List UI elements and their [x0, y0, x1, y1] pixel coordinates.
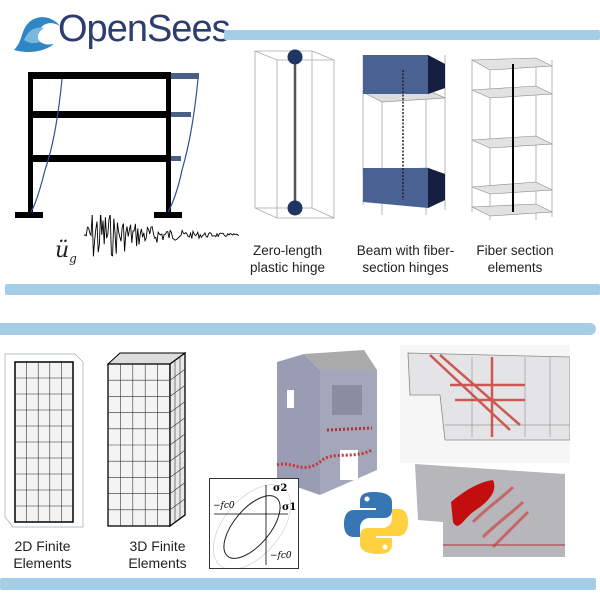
- ground-acceleration-label: üg: [55, 238, 77, 265]
- caption-2d-finite-elements: 2D Finite Elements: [5, 538, 80, 572]
- 2d-finite-element-mesh: [4, 353, 84, 528]
- moment-frame-diagram: [15, 72, 199, 218]
- rc-joint-reinforcement-model: [400, 345, 570, 463]
- caption-line: elements: [487, 260, 543, 275]
- caption-line: Beam with fiber-: [356, 243, 455, 258]
- wave-icon: [14, 17, 60, 52]
- 3d-finite-element-mesh: [106, 351, 187, 528]
- yield-surface-plot: σ2 σ1 −fc0 −fc0: [209, 478, 299, 569]
- caption-line: 3D Finite: [129, 538, 186, 554]
- footer-bar: [0, 578, 596, 590]
- fc0-bottom-label: −fc0: [270, 551, 292, 561]
- zero-length-hinge-model: [254, 49, 335, 219]
- header-divider-bar: [224, 30, 600, 40]
- logo-text: OpenSees: [58, 8, 231, 50]
- section-divider-bar-2: [0, 323, 596, 335]
- caption-3d-finite-elements: 3D Finite Elements: [120, 538, 195, 572]
- fiber-section-element-model: [470, 57, 554, 220]
- section-divider-bar: [5, 284, 600, 295]
- opensees-logo: OpenSees: [8, 6, 231, 56]
- masonry-building-damage-model: [276, 350, 377, 495]
- yield-surface-curve: [213, 484, 291, 568]
- fc0-left-label: −fc0: [213, 501, 235, 511]
- accel-symbol: ü: [55, 238, 70, 263]
- caption-line: Fiber section: [476, 243, 554, 258]
- sigma1-label: σ1: [282, 502, 297, 513]
- caption-line: section hinges: [362, 260, 449, 275]
- caption-line: Zero-length: [252, 243, 323, 258]
- caption-line: 2D Finite: [14, 538, 71, 554]
- fiber-hinge-beam-model: [361, 55, 446, 215]
- caption-beam-fiber-hinges: Beam with fiber- section hinges: [348, 242, 463, 276]
- caption-line: Elements: [128, 555, 187, 571]
- caption-line: plastic hinge: [249, 260, 326, 275]
- sigma2-label: σ2: [273, 483, 288, 494]
- accel-subscript: g: [69, 251, 77, 266]
- ground-motion-waveform: [84, 215, 239, 257]
- rc-joint-crack-pattern: [415, 464, 565, 557]
- caption-fiber-section-elements: Fiber section elements: [465, 242, 565, 276]
- caption-zero-length-hinge: Zero-length plastic hinge: [240, 242, 335, 276]
- caption-line: Elements: [13, 555, 72, 571]
- python-logo-icon: [344, 492, 408, 554]
